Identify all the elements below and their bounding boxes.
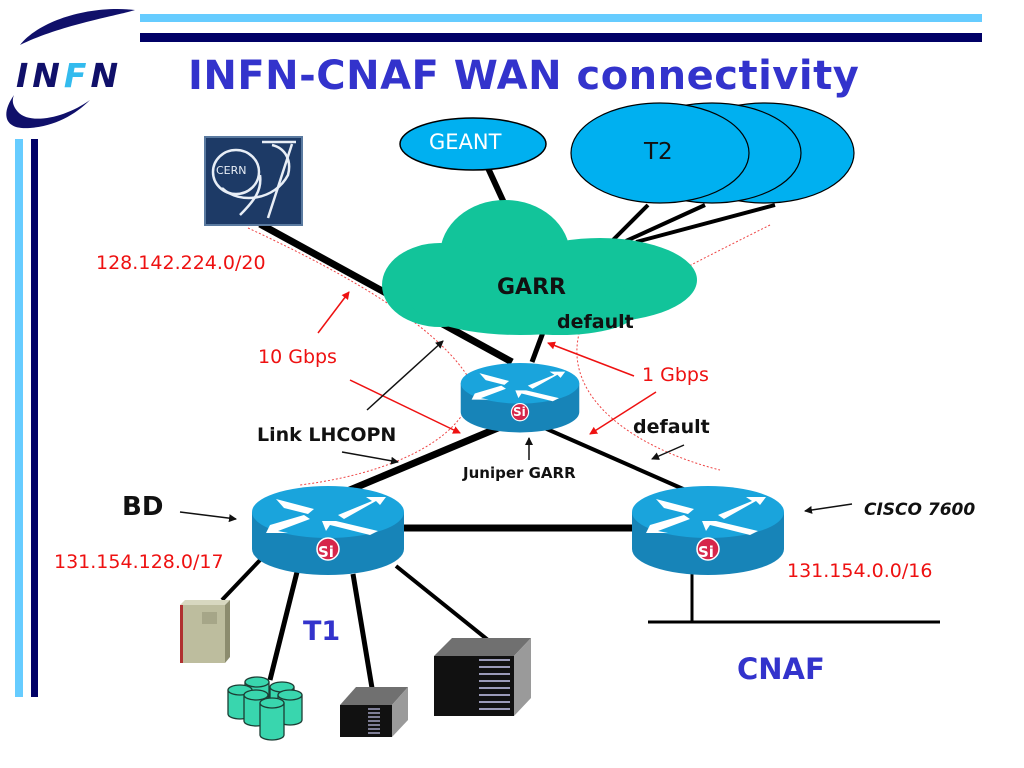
link-bd-server	[220, 556, 264, 602]
storage-icon	[227, 676, 303, 741]
header-bar-dark	[140, 33, 982, 42]
links	[220, 166, 940, 689]
cern-network-label: 128.142.224.0/20	[96, 252, 266, 274]
side-bar-light	[15, 139, 23, 697]
link-lhcopn-label: Link LHCOPN	[257, 424, 397, 446]
link-t2-2	[625, 203, 706, 243]
server-icon	[180, 600, 230, 663]
router-cisco-7600[interactable]	[631, 485, 785, 576]
link-bd-storage	[267, 571, 300, 681]
link-juniper-bd	[343, 421, 507, 496]
cern-logo-icon	[204, 136, 303, 226]
bd-si-badge: Si	[318, 543, 334, 561]
black-arrows	[179, 340, 853, 523]
cisco-si-badge: Si	[698, 543, 714, 561]
speed-10gbps-label: 10 Gbps	[258, 346, 337, 368]
t2-label: T2	[644, 139, 673, 165]
cnaf-label: CNAF	[737, 652, 825, 686]
garr-label: GARR	[497, 275, 566, 300]
t2-ellipses	[570, 102, 855, 204]
default-garr-label: default	[557, 311, 634, 333]
geant-ellipse	[399, 117, 547, 171]
cisco-7600-label: CISCO 7600	[864, 500, 976, 520]
geant-label: GEANT	[429, 130, 502, 154]
bd-label: BD	[122, 492, 164, 522]
slide-title: INFN-CNAF WAN connectivity	[188, 53, 860, 99]
juniper-si-badge: Si	[513, 405, 526, 419]
link-bd-rack-large	[394, 564, 490, 642]
link-t2-3	[635, 203, 776, 244]
link-bd-rack-small	[350, 573, 375, 689]
router-juniper-garr[interactable]	[460, 362, 580, 434]
t1-label: T1	[303, 616, 341, 647]
link-t2-1	[610, 203, 650, 243]
router-bd[interactable]	[251, 485, 405, 576]
cnaf-network-label: 131.154.0.0/16	[787, 560, 933, 582]
red-arrows	[317, 291, 657, 435]
infn-logo: INFN	[16, 56, 123, 95]
logo-swoosh-bottom	[6, 95, 90, 129]
default-cisco-label: default	[633, 416, 710, 438]
link-geant-garr	[485, 166, 508, 207]
cern-label: CERN	[216, 164, 247, 177]
garr-cloud	[382, 200, 697, 335]
header-bar-light	[140, 14, 982, 22]
speed-1gbps-label: 1 Gbps	[642, 364, 709, 386]
rack-small-icon	[340, 687, 408, 737]
bd-network-label: 131.154.128.0/17	[54, 551, 224, 573]
juniper-garr-label: Juniper GARR	[463, 464, 576, 482]
rack-large-icon	[434, 638, 531, 716]
link-juniper-cisco	[539, 424, 691, 494]
side-bar-dark	[31, 139, 38, 697]
logo-swoosh-top	[20, 9, 135, 45]
